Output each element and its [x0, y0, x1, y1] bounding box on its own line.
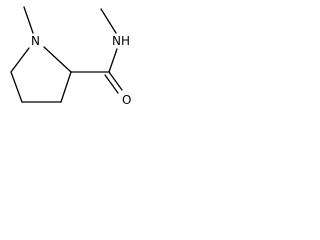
bond-amide-n-methyl [100, 8, 117, 34]
chemical-structure-diagram: N NH O [10, 6, 131, 107]
bond-ring-c4-c5 [10, 71, 23, 103]
bond-ring-n-c2 [43, 46, 72, 73]
bond-carbonyl-o-1 [108, 71, 123, 91]
amide-nitrogen-label: NH [112, 34, 130, 48]
carbonyl-oxygen-label: O [122, 93, 131, 107]
ring-nitrogen-label: N [31, 34, 40, 48]
bond-ring-c2-c3 [60, 71, 72, 103]
bond-ring-c5-n [10, 47, 30, 73]
bond-carbonyl-o-2 [104, 74, 119, 94]
bond-ring-n-methyl [23, 6, 34, 34]
bond-carbonyl-nh [108, 48, 118, 73]
